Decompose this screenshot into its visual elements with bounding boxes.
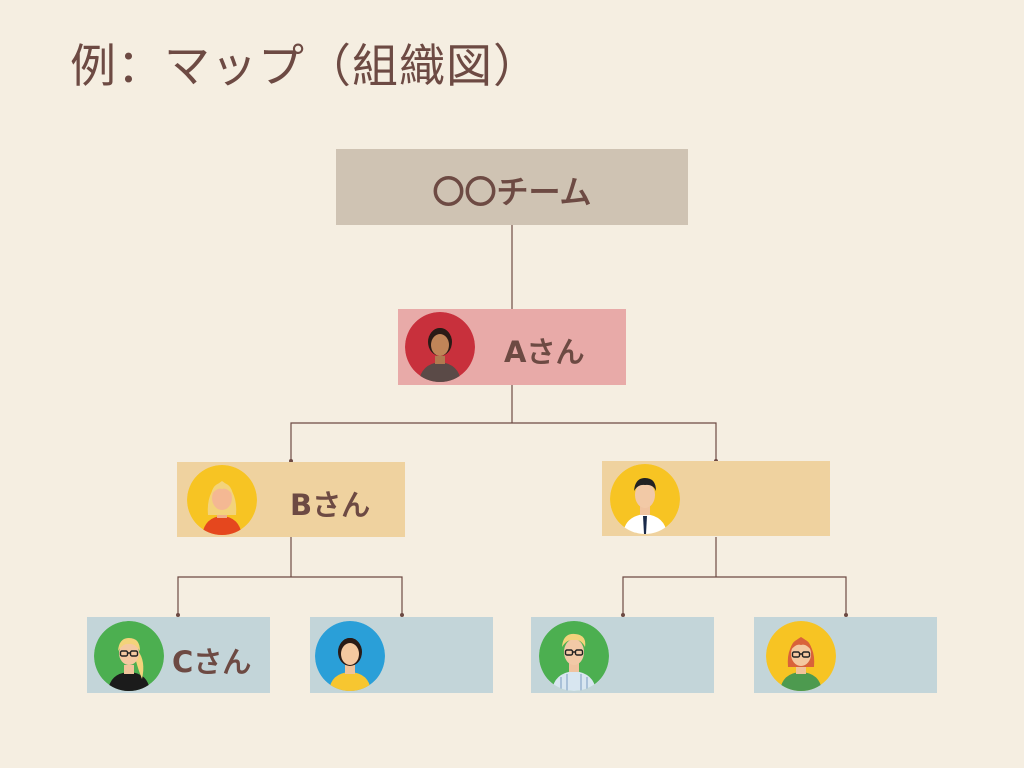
woman-blonde-avatar-icon — [187, 465, 257, 535]
team-label: 〇〇チーム — [432, 173, 592, 211]
member-a-label: Aさん — [504, 335, 585, 369]
woman-glasses-ponytail-avatar-icon — [94, 621, 164, 691]
member-box-b2[interactable] — [602, 461, 830, 536]
woman-dark-hair-avatar-icon — [405, 312, 475, 382]
member-box-c3[interactable] — [531, 617, 714, 693]
member-box-c[interactable]: Cさん — [87, 617, 270, 693]
page-title: 例：マップ（組織図） — [70, 39, 540, 93]
member-box-c2[interactable] — [310, 617, 493, 693]
man-glasses-striped-shirt-avatar-icon — [539, 621, 609, 691]
man-white-shirt-tie-avatar-icon — [610, 464, 680, 534]
woman-redhead-glasses-avatar-icon — [766, 621, 836, 691]
member-b-label: Bさん — [290, 488, 371, 522]
member-box-a[interactable]: Aさん — [398, 309, 626, 385]
member-c-label: Cさん — [172, 645, 252, 679]
member-box-c4[interactable] — [754, 617, 937, 693]
member-box-b[interactable]: Bさん — [177, 462, 405, 537]
woman-yellow-top-avatar-icon — [315, 621, 385, 691]
team-box[interactable]: 〇〇チーム — [336, 149, 688, 225]
